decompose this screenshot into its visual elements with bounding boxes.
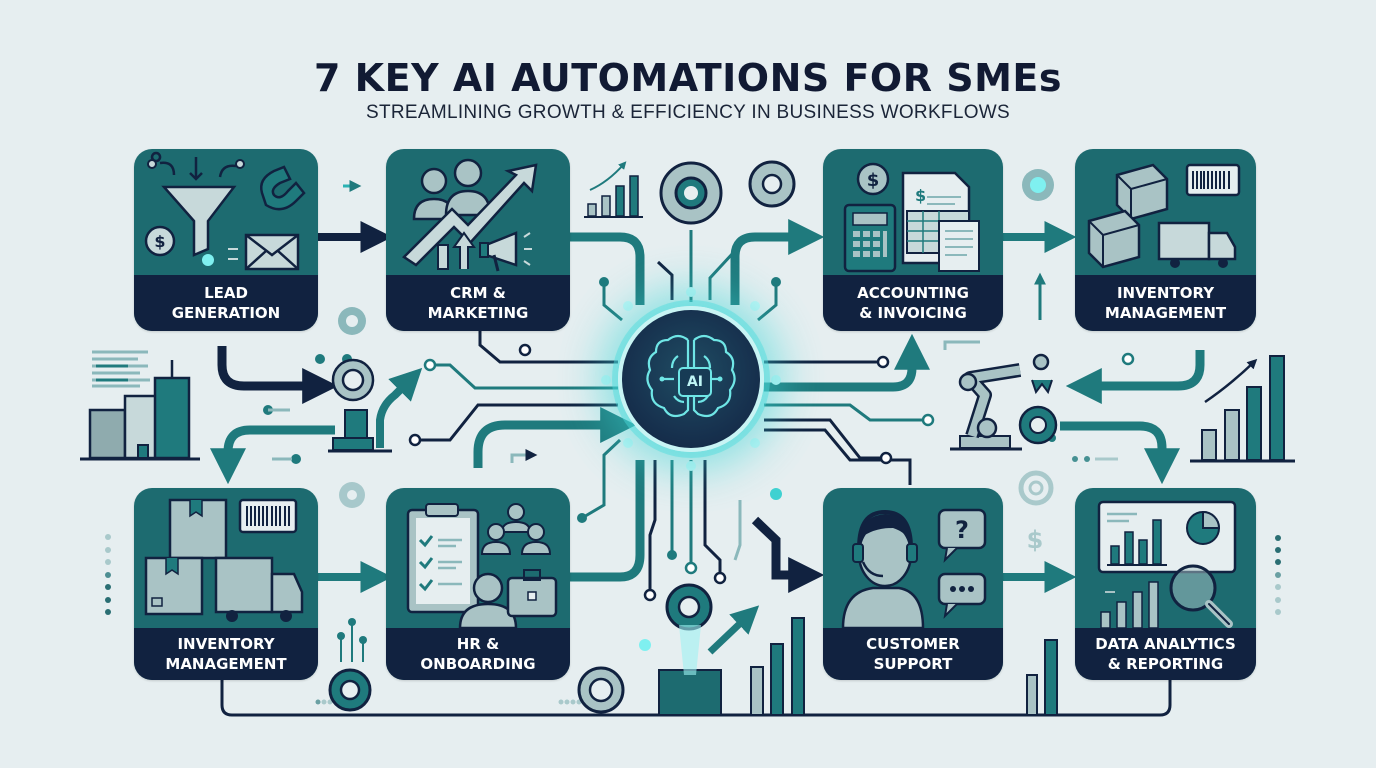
dots-left	[105, 534, 111, 615]
tile-crm-marketing: CRM & MARKETING	[386, 149, 570, 331]
person-icon	[458, 572, 518, 630]
tile-label: ACCOUNTING & INVOICING	[823, 275, 1003, 331]
megaphone-icon	[479, 231, 532, 272]
people-icon	[402, 158, 538, 272]
dollar-coin-icon: $	[856, 162, 890, 196]
svg-text:$: $	[154, 232, 165, 251]
brain-chip-icon	[646, 334, 736, 418]
team-icon	[480, 503, 552, 555]
gear-icon	[1018, 405, 1058, 445]
tile-inventory-management-top: INVENTORY MANAGEMENT	[1075, 149, 1256, 331]
gear-icon	[577, 666, 625, 714]
page-subtitle: STREAMLINING GROWTH & EFFICIENCY IN BUSI…	[366, 102, 1010, 123]
boxes-icon	[144, 498, 304, 622]
tile-accounting-invoicing: $ $ ACCOUNTING & INVOICING	[823, 149, 1003, 331]
barcode-icon	[238, 498, 298, 534]
gear-icon	[328, 668, 372, 712]
clipboard-checklist-icon	[406, 503, 558, 630]
bar-chart-icon	[1100, 581, 1159, 629]
question-bubble-icon: ?	[937, 508, 987, 563]
typing-bubble-icon	[937, 572, 987, 619]
page-title: 7 KEY AI AUTOMATIONS FOR SMEs	[314, 56, 1062, 100]
dollar-bubble-icon: $	[144, 225, 176, 257]
briefcase-icon	[506, 569, 558, 618]
tile-inventory-management-bottom: INVENTORY MANAGEMENT	[134, 488, 318, 680]
tile-label: CUSTOMER SUPPORT	[823, 628, 1003, 680]
envelope-icon	[244, 233, 300, 271]
bar-chart-icon	[584, 161, 643, 218]
tile-label: LEAD GENERATION	[134, 275, 318, 331]
dots-right	[1275, 535, 1281, 615]
pie-chart-icon	[1186, 510, 1221, 545]
tile-label: CRM & MARKETING	[386, 275, 570, 331]
robot-arm-icon	[950, 353, 1053, 451]
magnifier-icon	[1169, 564, 1233, 628]
bar-chart-icon	[1190, 355, 1295, 463]
truck-icon	[214, 556, 304, 622]
trend-arrow-icon	[402, 163, 538, 267]
gear-icon	[748, 160, 796, 208]
ai-hub: AI	[618, 306, 764, 452]
tile-label: DATA ANALYTICS & REPORTING	[1075, 628, 1256, 680]
tile-hr-onboarding: HR & ONBOARDING	[386, 488, 570, 680]
bar-chart-icon	[750, 617, 1058, 716]
tile-lead-generation: $ LEAD GENERATION	[134, 149, 318, 331]
office-buildings-icon	[80, 350, 200, 461]
tile-label: HR & ONBOARDING	[386, 628, 570, 680]
svg-text:$: $	[867, 170, 880, 191]
ai-chip-label: AI	[678, 367, 712, 397]
gear-icon	[331, 358, 375, 402]
svg-text:$: $	[1027, 526, 1044, 554]
tile-label: INVENTORY MANAGEMENT	[134, 628, 318, 680]
spreadsheet-icon	[906, 210, 980, 272]
barcode-icon	[1185, 163, 1241, 197]
headset-agent-icon: ?	[841, 508, 987, 630]
tile-data-analytics-reporting: DATA ANALYTICS & REPORTING	[1075, 488, 1256, 680]
funnel-icon: $	[144, 151, 306, 271]
svg-text:$: $	[915, 186, 926, 205]
gear-icon	[659, 161, 723, 225]
tile-customer-support: ? CUSTOMER SUPPORT	[823, 488, 1003, 680]
svg-text:?: ?	[955, 516, 969, 544]
gear-icon	[665, 583, 713, 631]
tile-label: INVENTORY MANAGEMENT	[1075, 275, 1256, 331]
dashboard-chart-icon	[1097, 500, 1237, 629]
magnet-icon	[260, 165, 306, 211]
boxes-icon	[1087, 163, 1241, 269]
calculator-icon: $ $	[843, 162, 980, 273]
truck-icon	[1157, 221, 1237, 268]
